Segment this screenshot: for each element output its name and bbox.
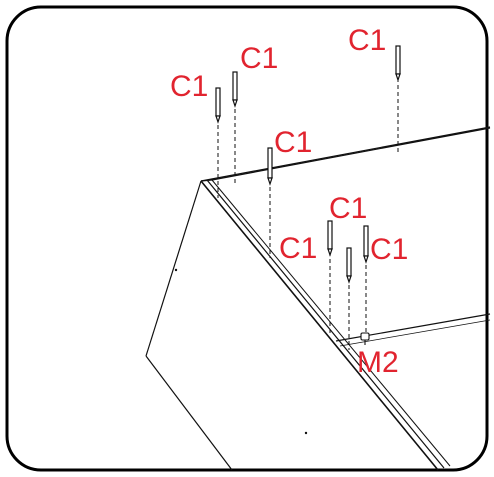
part-label-c1: C1	[279, 232, 317, 265]
nail-icon	[327, 220, 333, 257]
hole-dot	[304, 431, 308, 435]
nail-icon	[395, 45, 401, 82]
part-label-c1: C1	[348, 24, 386, 57]
guide-lines	[217, 78, 399, 350]
part-label-m2: M2	[357, 346, 399, 379]
part-label-c1: C1	[240, 42, 278, 75]
nail-icon	[215, 87, 221, 124]
furniture-panel	[145, 126, 491, 471]
nail-icon	[346, 247, 352, 284]
nail-icon	[232, 71, 238, 108]
nail-icon	[363, 225, 369, 264]
nail-icon	[267, 147, 273, 186]
diagram-frame	[5, 5, 489, 472]
part-label-c1: C1	[370, 233, 408, 266]
nails	[215, 45, 401, 284]
part-label-c1: C1	[329, 192, 367, 225]
part-label-c1: C1	[274, 126, 312, 159]
hole-dot	[174, 268, 178, 272]
cam-lock-icon	[360, 332, 370, 345]
part-label-c1: C1	[170, 70, 208, 103]
